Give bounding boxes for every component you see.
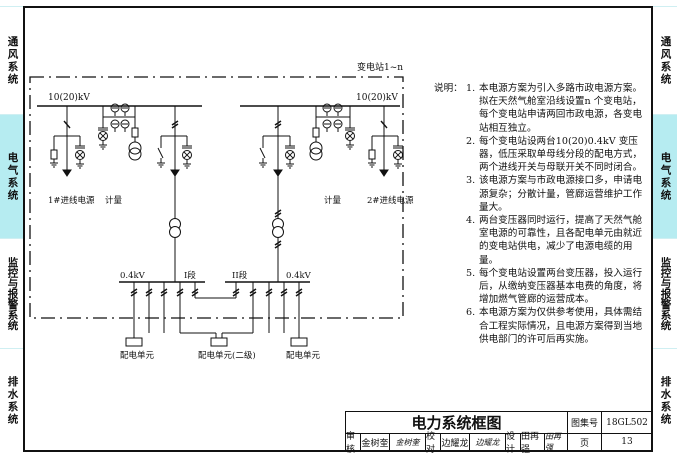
incoming-2-label: 2#进线电源 — [367, 195, 414, 206]
reviewer-name: 金树奎 — [361, 434, 390, 451]
metering-left-label: 计量 — [105, 195, 123, 206]
section-2-label: II段 — [232, 270, 248, 281]
tab-label: 排水系统 — [659, 376, 672, 426]
lv-feeders-section-1 — [130, 282, 237, 338]
page-number: 13 — [602, 434, 653, 451]
note-item: 6.本电源方案为仅供参考使用，具体需结合工程实际情况，且电源方案得到当地供电部门… — [466, 306, 646, 346]
station-boundary — [29, 76, 404, 319]
station-label: 变电站1~n — [357, 61, 403, 73]
section-1-label: I段 — [184, 270, 196, 281]
page-label: 页 — [568, 434, 602, 451]
note-item: 5.每个变电站设置两台变压器，投入运行后，从缴纳变压器基本电费的角度，将增加燃气… — [466, 267, 646, 307]
lv-voltage-left: 0.4kV — [120, 271, 146, 281]
note-number: 2. — [466, 135, 476, 147]
designer-name: 田再强 — [521, 432, 545, 455]
tab-drainage[interactable]: 排水系统 — [653, 348, 677, 453]
note-item: 3.该电源方案与市政电源接口多，申请电源复杂；分散计量，管廊运营维护工作量大。 — [466, 174, 646, 214]
check-label: 校对 — [426, 432, 441, 455]
designer-signature: 田再强 — [545, 432, 568, 452]
title-block: 电力系统框图 图集号 18GL502 审核 金树奎 金树奎 校对 边耀龙 边耀龙… — [345, 411, 653, 455]
dist-unit-left-label: 配电单元 — [120, 350, 155, 361]
tab-electrical[interactable]: 电气系统 — [653, 114, 677, 239]
note-item: 4.两台变压器同时运行，提高了天然气舱室电源的可靠性，且各配电单元由就近的变电站… — [466, 214, 646, 267]
incoming-1-label: 1#进线电源 — [48, 195, 95, 206]
right-category-nav: 通风系统 电气系统 监控与报警系统 排水系统 — [653, 6, 677, 452]
tab-label: 通风系统 — [659, 36, 672, 86]
tab-monitoring-alarm[interactable]: 监控与报警系统 — [0, 238, 24, 349]
atlas-number: 18GL502 — [602, 412, 653, 434]
note-text: 两台变压器同时运行，提高了天然气舱室电源的可靠性，且各配电单元由就近的变电站供电… — [479, 215, 643, 266]
note-number: 4. — [466, 215, 476, 227]
metering-right-label: 计量 — [324, 195, 342, 206]
drawing-title: 电力系统框图 — [346, 412, 568, 434]
note-item: 2.每个变电站设两台10(20)0.4kV 变压器，低压采取单母线分段的配电方式… — [466, 135, 646, 175]
tab-drainage[interactable]: 排水系统 — [0, 348, 24, 453]
tab-ventilation[interactable]: 通风系统 — [0, 6, 24, 115]
dist-unit-mid-label: 配电单元(二级) — [198, 350, 256, 361]
design-label: 设计 — [506, 432, 521, 455]
tab-label: 监控与报警系统 — [6, 257, 19, 331]
hv-voltage-left: 10(20)kV — [48, 92, 90, 103]
incoming-feeder-1 — [49, 106, 85, 177]
notes-heading: 说明： — [434, 83, 463, 94]
note-number: 1. — [466, 83, 476, 94]
tab-label: 排水系统 — [6, 376, 19, 426]
note-number: 5. — [466, 267, 476, 279]
dist-unit-right-box — [290, 337, 308, 347]
hv-voltage-right: 10(20)kV — [356, 92, 398, 103]
checker-signature: 边耀龙 — [470, 434, 506, 451]
drawing-frame — [23, 6, 653, 452]
tab-monitoring-alarm[interactable]: 监控与报警系统 — [653, 238, 677, 349]
checker-name: 边耀龙 — [441, 434, 470, 451]
left-category-nav: 通风系统 电气系统 监控与报警系统 排水系统 — [0, 6, 24, 452]
note-text: 该电源方案与市政电源接口多，申请电源复杂；分散计量，管廊运营维护工作量大。 — [479, 175, 643, 213]
tab-ventilation[interactable]: 通风系统 — [653, 6, 677, 115]
tab-label: 电气系统 — [659, 152, 672, 202]
atlas-number-label: 图集号 — [568, 412, 602, 434]
lv-feeders-section-2 — [222, 282, 303, 338]
note-item: 1.本电源方案为引入多路市政电源方案。拟在天然气舱室沿线设置n 个变电站，每个变… — [466, 82, 646, 135]
tab-label: 电气系统 — [6, 152, 19, 202]
review-label: 审核 — [346, 432, 361, 455]
note-text: 本电源方案为引入多路市政电源方案。拟在天然气舱室沿线设置n 个变电站，每个变电站… — [479, 83, 643, 134]
note-text: 本电源方案为仅供参考使用，具体需结合工程实际情况，且电源方案得到当地供电部门的许… — [479, 307, 643, 345]
dist-unit-left-box — [125, 337, 143, 347]
note-text: 每个变电站设两台10(20)0.4kV 变压器，低压采取单母线分段的配电方式，两… — [479, 135, 643, 174]
note-number: 3. — [466, 175, 476, 187]
transformer-feeder-right — [258, 106, 295, 273]
incoming-feeder-2 — [367, 106, 403, 177]
tab-label: 通风系统 — [6, 36, 19, 86]
lv-voltage-right: 0.4kV — [286, 271, 312, 281]
transformer-feeder-left — [156, 106, 192, 273]
metering-right — [309, 103, 355, 161]
reviewer-signature: 金树奎 — [390, 434, 426, 451]
tab-electrical[interactable]: 电气系统 — [0, 114, 24, 239]
note-text: 每个变电站设置两台变压器，投入运行后，从缴纳变压器基本电费的角度，将增加燃气管廊… — [479, 267, 643, 306]
metering-left — [98, 103, 142, 161]
note-number: 6. — [466, 307, 476, 319]
tab-label: 监控与报警系统 — [659, 257, 672, 331]
dist-unit-right-label: 配电单元 — [286, 350, 321, 361]
notes-section: 说明： 1.本电源方案为引入多路市政电源方案。拟在天然气舱室沿线设置n 个变电站… — [434, 82, 646, 346]
dist-unit-mid-box — [210, 337, 228, 347]
